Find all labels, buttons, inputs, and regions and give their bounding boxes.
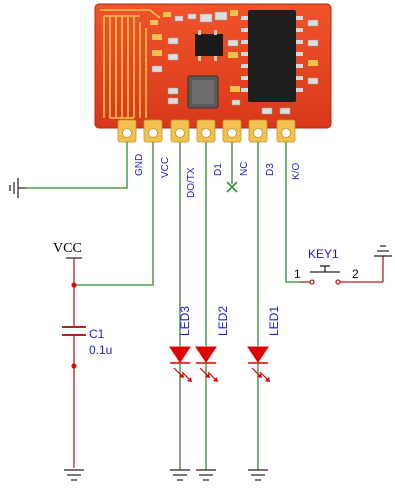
led1-label: LED1 — [267, 306, 281, 336]
wire-vcc — [74, 142, 154, 286]
ground-symbol — [64, 469, 84, 481]
ground-symbol-left — [9, 178, 26, 198]
capacitor-c1 — [62, 282, 86, 468]
wire-gnd — [26, 142, 128, 189]
vcc-symbol — [66, 257, 82, 285]
pin-pad — [117, 119, 137, 143]
junction-dot — [71, 282, 77, 288]
pin-pads — [117, 119, 296, 143]
pin-pad — [248, 119, 268, 143]
rf-module-board — [94, 3, 332, 143]
pin-label-k-o: K/O — [291, 163, 302, 180]
no-connect-mark — [226, 181, 238, 193]
ground-symbol — [248, 469, 268, 481]
led-symbol — [169, 346, 192, 470]
pin-labels: GND VCC DO/TX D1 NC D3 K/O — [134, 154, 302, 198]
smd-components — [150, 10, 319, 115]
transistor-chip — [195, 34, 223, 56]
leds — [169, 346, 270, 470]
pin-label-vcc: VCC — [160, 157, 171, 178]
pin-pad — [222, 119, 242, 143]
led-symbol — [247, 346, 270, 470]
vcc-label: VCC — [53, 241, 82, 256]
pin-pad — [170, 119, 190, 143]
ground-symbol — [170, 469, 190, 481]
key-pin2: 2 — [352, 267, 359, 281]
key-pin1: 1 — [294, 267, 301, 281]
ground-symbol-key — [374, 245, 392, 257]
antenna-traces — [100, 9, 161, 119]
bottom-grounds — [64, 469, 268, 481]
pin-pad — [276, 119, 296, 143]
led-symbol — [195, 346, 218, 470]
wires — [26, 142, 300, 346]
pin-pad — [196, 119, 216, 143]
main-ic — [248, 10, 296, 102]
ground-symbol — [196, 469, 216, 481]
junction-dot — [71, 363, 77, 369]
wire-k-o — [285, 142, 300, 283]
led2-label: LED2 — [216, 306, 230, 336]
pin-label-nc: NC — [239, 162, 250, 176]
pin-pad — [143, 119, 163, 143]
pushbutton-key1 — [300, 256, 384, 285]
pin-label-gnd: GND — [134, 154, 145, 176]
led3-label: LED3 — [178, 306, 192, 336]
capacitor-ref: C1 — [89, 327, 105, 341]
pin-label-d3: D3 — [265, 163, 276, 176]
pin-label-d1: D1 — [213, 163, 224, 176]
key-ref: KEY1 — [308, 247, 339, 261]
capacitor-value: 0.1u — [89, 343, 112, 357]
pin-label-do-tx: DO/TX — [186, 167, 197, 198]
